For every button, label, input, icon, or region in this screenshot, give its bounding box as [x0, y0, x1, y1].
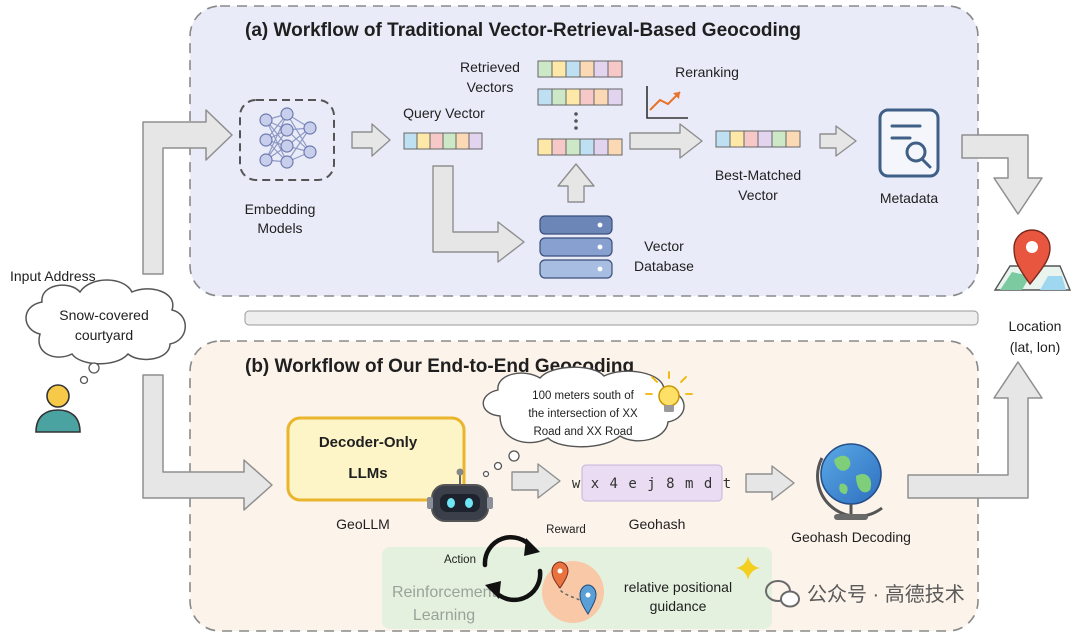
thought-line2: the intersection of XX [528, 408, 638, 420]
cloud-text-line1: Snow-covered [59, 307, 149, 323]
guidance-label-line2: guidance [650, 598, 707, 614]
metadata-label: Metadata [880, 190, 939, 206]
geohash-to-decoding-arrow [745, 465, 795, 501]
neural-network-icon [239, 99, 335, 181]
map-pin-icon [993, 229, 1072, 291]
cloud-text-line2: courtyard [75, 327, 133, 343]
vector-database-label-line2: Database [634, 258, 694, 274]
input-to-panel-a-arrow [142, 109, 233, 275]
embedding-models-label-line1: Embedding [245, 201, 316, 217]
model-to-query-arrow [351, 123, 391, 157]
database-to-retrieved-arrow [557, 163, 595, 203]
vector-ellipsis [574, 112, 578, 130]
best-matched-vector [715, 130, 801, 148]
location-label-line2: (lat, lon) [1010, 339, 1061, 355]
user-icon [35, 384, 81, 433]
geohash-box [581, 464, 723, 502]
input-to-panel-b-arrow [142, 374, 273, 511]
location-label-line1: Location [1009, 318, 1062, 334]
best-matched-label-line1: Best-Matched [715, 167, 801, 183]
input-address-cloud [25, 279, 186, 385]
geollm-label: GeoLLM [336, 516, 390, 532]
best-to-metadata-arrow [819, 125, 857, 157]
document-search-icon [878, 108, 940, 178]
best-matched-label-line2: Vector [738, 187, 778, 203]
retrieved-to-best-arrow [629, 123, 703, 159]
thought-bubble [482, 366, 685, 478]
lightbulb-icon [645, 371, 693, 412]
database-icon [539, 215, 613, 279]
thought-line3: Road and XX Road [533, 426, 632, 438]
panel-b-title: (b) Workflow of Our End-to-End Geocoding [245, 356, 634, 377]
reranking-label: Reranking [675, 64, 739, 80]
embedding-models-label-line2: Models [257, 220, 302, 236]
query-vector [403, 132, 483, 150]
action-label: Action [444, 554, 476, 566]
rl-label-line1: Reinforcement [392, 584, 497, 601]
retrieved-vectors-label-line1: Retrieved [460, 59, 520, 75]
watermark-text: 公众号 · 高德技术 [807, 583, 965, 606]
query-vector-label: Query Vector [403, 105, 485, 121]
geohash-label: Geohash [629, 516, 686, 532]
chart-trend-icon [646, 86, 688, 119]
input-address-label: Input Address [10, 268, 96, 284]
reward-label: Reward [546, 524, 586, 536]
geohash-to-location-arrow [907, 361, 1043, 499]
robot-icon [427, 468, 493, 522]
separator-bar [244, 310, 979, 326]
globe-icon [816, 443, 883, 520]
rl-label-line2: Learning [413, 607, 475, 624]
metadata-to-location-arrow [961, 134, 1043, 215]
query-to-database-arrow [432, 165, 525, 263]
geohash-decoding-label: Geohash Decoding [791, 529, 911, 545]
llm-to-geohash-arrow [511, 463, 561, 499]
guidance-label-line1: relative positional [624, 579, 732, 595]
decoder-only-llm-box [286, 416, 466, 502]
vector-database-label-line1: Vector [644, 238, 684, 254]
geohash-value: w x 4 e j 8 m d t [572, 476, 732, 492]
thought-line1: 100 meters south of [532, 390, 634, 402]
relative-guidance-icon [542, 561, 604, 623]
decoder-only-label-line2: LLMs [348, 465, 387, 482]
retrieved-vector-stack [537, 60, 623, 156]
sparkle-icon [736, 556, 760, 580]
wechat-logo-icon [765, 580, 800, 608]
panel-a-title: (a) Workflow of Traditional Vector-Retri… [245, 20, 801, 41]
retrieved-vectors-label-line2: Vectors [467, 79, 514, 95]
decoder-only-label-line1: Decoder-Only [319, 434, 418, 451]
